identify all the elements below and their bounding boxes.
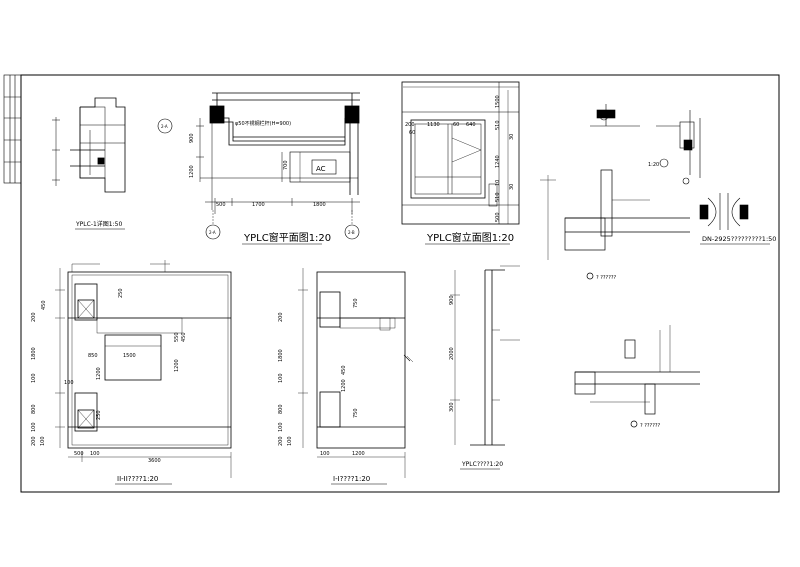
secII-dim-b1: 100 — [90, 451, 100, 457]
secII-dim-l5: 800 — [31, 404, 37, 414]
plan-dim-1700: 1700 — [252, 202, 265, 208]
elev-dim-r0: 1500 — [495, 95, 501, 108]
secII-dim-l3: 1800 — [31, 347, 37, 360]
plan-handrail-note: φ50不锈钢栏杆(H=900) — [235, 120, 291, 127]
secI-dim-i1: 450 — [341, 365, 347, 375]
middle-detail-title: ? ?????? — [596, 275, 617, 281]
secI-dim-l3: 800 — [278, 404, 284, 414]
ypl-dim-2000: 2000 — [449, 347, 455, 360]
secII-dim-i4: 1200 — [174, 359, 180, 372]
section-I-drawing — [298, 268, 414, 478]
secII-dim-b0: 500 — [74, 451, 84, 457]
left-title-strip — [3, 74, 22, 184]
secII-dim-b2: 3600 — [148, 458, 161, 464]
secII-dim-l0: 450 — [41, 300, 47, 310]
secI-dim-i2: 1200 — [341, 379, 347, 392]
plan-dim-900: 900 — [189, 133, 195, 143]
secI-dim-l4: 100 — [278, 422, 284, 432]
secII-dim-i5: 450 — [181, 332, 187, 342]
sheet-border — [20, 74, 780, 493]
ypl-dim-300: 300 — [449, 402, 455, 412]
ypl-c-title: YPLC????1:20 — [461, 461, 503, 468]
elev-dim-r2: 30 — [509, 134, 515, 140]
section-I-title: I-I????1:20 — [333, 475, 370, 483]
plan-axis-left: 2-A — [209, 230, 216, 235]
elev-dim-r7: 500 — [495, 212, 501, 222]
elev-dim-top-1130: 1130 — [427, 122, 440, 128]
dn-detail-title: DN-2925?????????1:50 — [702, 235, 776, 243]
secII-dim-l2: 200 — [31, 312, 37, 322]
secI-dim-l2: 100 — [278, 373, 284, 383]
secII-dim-i2: 850 — [88, 353, 98, 359]
window-elev-title: YPLC窗立面图1:20 — [426, 231, 514, 244]
section-II-drawing — [55, 260, 232, 478]
elev-dim-top-60: 60 — [453, 122, 459, 128]
window-plan-drawing — [157, 92, 360, 240]
elev-dim-r4: 10 — [495, 180, 501, 186]
top-right-details — [590, 104, 701, 185]
secII-small-100: 100 — [64, 380, 74, 386]
plan-axis-right: 2-B — [348, 230, 355, 235]
plan-dim-1200: 1200 — [189, 165, 195, 178]
elev-dim-top-640: 640 — [466, 122, 476, 128]
secII-dim-i1: 550 — [174, 332, 180, 342]
secI-dim-l1: 1800 — [278, 349, 284, 362]
break-line-mid — [403, 354, 411, 362]
small-plan-title: YPLC-1详图1:50 — [75, 220, 122, 228]
secI-dim-i3: 750 — [353, 408, 359, 418]
dn-detail-drawing — [699, 193, 749, 230]
secII-dim-l4: 100 — [31, 373, 37, 383]
elev-dim-r3: 1240 — [495, 155, 501, 168]
yplc-detail-drawing — [450, 265, 520, 446]
bottom-detail-title: ? ?????? — [640, 423, 661, 429]
secI-dim-l5: 200 — [278, 436, 284, 446]
bottom-right-detail — [574, 325, 700, 428]
secII-dim-i7: 250 — [96, 410, 102, 420]
elev-dim-r6: 510 — [495, 192, 501, 202]
secII-dim-l7: 200 — [31, 436, 37, 446]
section-II-title: II-II????1:20 — [117, 475, 158, 483]
plan-dim-1800: 1800 — [313, 202, 326, 208]
secI-dim-b0: 100 — [320, 451, 330, 457]
secI-dim-l6: 100 — [287, 436, 293, 446]
secI-dim-i0: 750 — [353, 298, 359, 308]
elev-dim-r5: 30 — [509, 184, 515, 190]
middle-right-detail — [540, 169, 690, 280]
secII-dim-i3: 1500 — [123, 353, 136, 359]
plan-dim-700: 700 — [283, 160, 289, 170]
small-plan-drawing — [52, 97, 126, 193]
secII-dim-l8: 100 — [40, 436, 46, 446]
secI-dim-b1: 1200 — [352, 451, 365, 457]
window-elevation-drawing — [401, 81, 520, 225]
secII-dim-i0: 250 — [118, 288, 124, 298]
window-plan-title: YPLC窗平面图1:20 — [243, 231, 331, 244]
ypl-dim-900: 900 — [449, 295, 455, 305]
detail-scale-label: 1:20 — [648, 162, 659, 168]
elev-dim-sub-60: 60 — [409, 130, 415, 136]
elev-dim-top-200: 200 — [405, 122, 415, 128]
secII-dim-i6: 1200 — [96, 367, 102, 380]
elev-dim-r1: 510 — [495, 120, 501, 130]
secII-dim-l6: 100 — [31, 422, 37, 432]
plan-ac-label: AC — [316, 165, 326, 173]
secI-dim-l0: 200 — [278, 312, 284, 322]
plan-dim-500: 500 — [216, 202, 226, 208]
plan-axis-top: 2-A — [161, 124, 168, 129]
